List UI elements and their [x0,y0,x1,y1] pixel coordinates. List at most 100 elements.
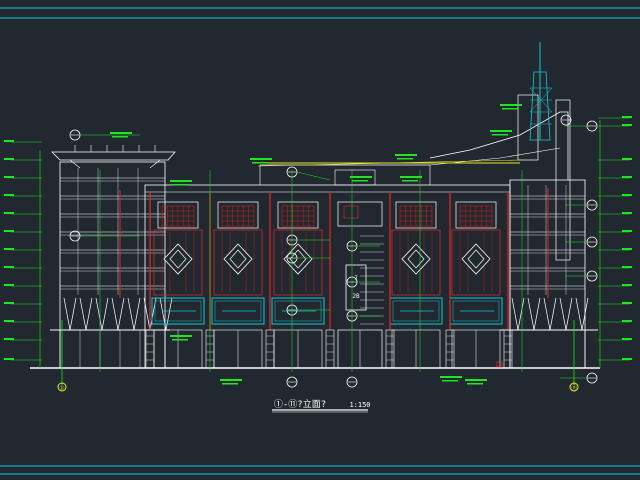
right-tower-top-block [517,94,539,161]
right-base-leg [549,297,557,331]
bay-upper-window [395,201,437,229]
bay-cyan-signboard-inner [154,300,202,322]
left-base-leg [133,297,141,331]
bay-upper-window [277,201,319,229]
building-elevation [4,42,632,388]
bay-diamond-outer [461,243,491,275]
right-base-leg [543,297,551,331]
left-canopy-strut [69,159,81,169]
left-base-leg [111,297,119,331]
left-base-leg [63,297,71,331]
bay-red-panel [213,229,263,296]
left-level-label-mark [4,320,14,322]
annotation-note-mark [397,158,413,160]
bay-upper-window [157,201,199,229]
left-level-label-mark [4,176,14,178]
axis-label-left: ① [59,385,64,392]
annotation-note-mark [350,176,372,178]
right-side-shaft [555,99,571,261]
left-level-label-mark [4,212,14,214]
bay-cyan-signboard-inner [274,300,322,322]
right-base-leg [575,297,583,331]
right-base-leg [559,297,567,331]
annotation-note-mark [170,180,192,182]
annotation-note-mark [395,154,417,156]
annotation-note-mark [442,380,458,382]
left-tower-outline [59,161,166,369]
left-level-label-mark [4,266,14,268]
bay-diamond-inner [407,249,425,269]
sign-label-b: 2B [352,293,360,300]
left-base-storefront [59,329,166,369]
sign-label-a: 7 [354,275,358,282]
annotation-note-mark [352,180,368,182]
left-level-label-mark [4,338,14,340]
annotation-note-mark [112,136,128,138]
bay-diamond-outer [283,243,313,275]
bay-red-panel [451,229,501,296]
annotation-note-mark [250,158,272,160]
bay-diamond-inner [467,249,485,269]
annotation-note-mark [110,132,132,134]
spire-brace [529,87,553,113]
bay-diamond-outer [401,243,431,275]
bay-diamond-inner [229,249,247,269]
axis-marker-right [569,382,579,392]
right-base-leg [533,297,541,331]
right-base-leg [511,297,519,331]
bay-cyan-signboard-inner [392,300,440,322]
left-base-leg [79,297,87,331]
left-base-leg [69,297,77,331]
annotation-note-mark [172,184,188,186]
callout-leader-line [296,171,331,181]
right-roof-slope-inner [429,147,561,166]
left-base-leg [101,297,109,331]
left-level-label-mark [4,158,14,160]
bay-diamond-outer [163,243,193,275]
axis-marker-left [57,382,67,392]
callout-marker-circle [286,376,298,388]
annotation-note-mark [500,104,522,106]
left-level-label-mark [4,248,14,250]
bay-upper-window [455,201,497,229]
left-tower-canopy [51,151,176,161]
entrance-red-sign [343,205,359,219]
bay-cyan-signboard [211,297,265,325]
right-level-label-mark [622,284,632,286]
bay-red-panel [391,229,441,296]
right-level-label-mark [622,358,632,360]
bay-cyan-signboard-inner [452,300,500,322]
left-base-leg [165,297,173,331]
column-base-pad [265,329,275,369]
column-base-pad [145,329,155,369]
annotation-note-mark [490,130,512,132]
bay-diamond-inner [169,249,187,269]
left-base-leg [117,297,125,331]
right-level-label-mark [622,176,632,178]
left-level-label-mark [4,284,14,286]
left-level-label-mark [4,302,14,304]
annotation-note-mark [440,376,462,378]
column-base-pad [445,329,455,369]
left-base-leg [127,297,135,331]
right-level-label-mark [622,338,632,340]
annotation-note-mark [222,383,238,385]
right-base-leg [565,297,573,331]
column-base-pad [385,329,395,369]
right-level-label-mark [622,116,632,118]
annotation-note-mark [172,339,188,341]
bay-red-panel [273,229,323,296]
entrance-upper-box [337,201,383,227]
column-base-pad [503,329,513,369]
left-level-label-mark [4,230,14,232]
drawing-scale: 1:150 [349,401,370,409]
right-level-label-mark [622,230,632,232]
annotation-note-mark [492,134,508,136]
callout-marker-circle [346,376,358,388]
left-base-leg [95,297,103,331]
right-level-label-mark [622,302,632,304]
bay-diamond-outer [223,243,253,275]
axis-label-right: ⑪ [571,384,577,392]
left-level-label-mark [4,194,14,196]
